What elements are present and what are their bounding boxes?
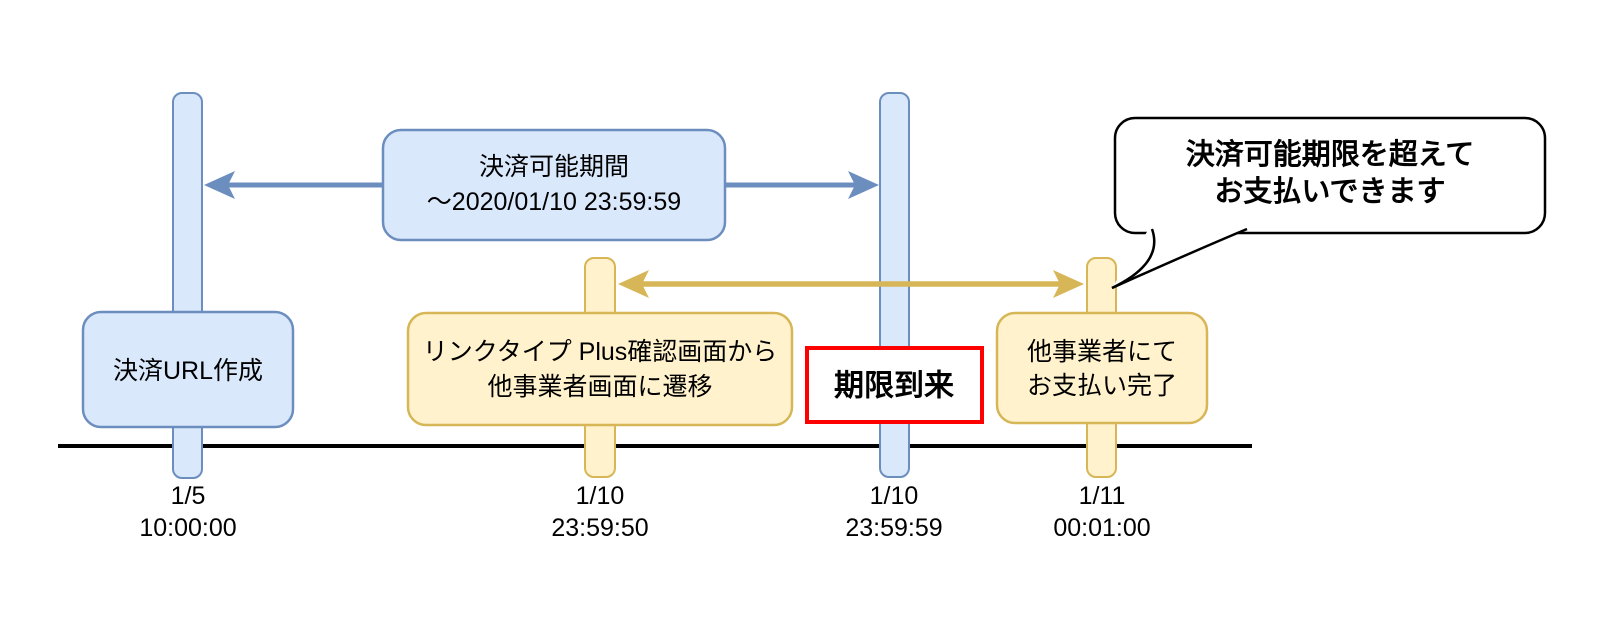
payment-period-line2: ～2020/01/10 23:59:59 [427, 188, 681, 216]
callout-line2: お支払いできます [1214, 175, 1445, 208]
paid-line1: 他事業者にて [1027, 338, 1177, 366]
axis-label-time-0: 10:00:00 [139, 514, 236, 542]
period-arrow-left-head-icon [204, 171, 235, 199]
callout-tail-right-line [1111, 227, 1248, 290]
axis-label-date-0: 1/5 [171, 482, 206, 510]
callout-bubble [1113, 116, 1547, 235]
paid-line2: お支払い完了 [1027, 372, 1177, 400]
redirect-line2: 他事業者画面に遷移 [487, 373, 712, 401]
axis-label-date-3: 1/11 [1079, 482, 1126, 510]
overdue-arrow-right-head-icon [1053, 270, 1084, 298]
box-deadline [805, 346, 984, 424]
period-arrow-right-head-icon [848, 171, 879, 199]
deadline-label: 期限到来 [834, 370, 954, 403]
axis-label-time-3: 00:01:00 [1053, 514, 1150, 542]
axis-label-time-1: 23:59:50 [551, 514, 648, 542]
redirect-line1: リンクタイプ Plus確認画面から [423, 338, 778, 366]
overdue-arrow-left-head-icon [618, 270, 649, 298]
axis-label-time-2: 23:59:59 [845, 514, 942, 542]
box-payment-period [381, 128, 727, 242]
callout-line1: 決済可能期限を超えて [1186, 138, 1475, 171]
axis-label-date-1: 1/10 [576, 482, 625, 510]
box-url-created [81, 310, 295, 429]
axis-label-date-2: 1/10 [870, 482, 919, 510]
box-redirect [406, 311, 794, 427]
box-paid [995, 311, 1209, 425]
payment-period-line1: 決済可能期間 [479, 153, 629, 181]
url-created-label: 決済URL作成 [113, 357, 263, 385]
